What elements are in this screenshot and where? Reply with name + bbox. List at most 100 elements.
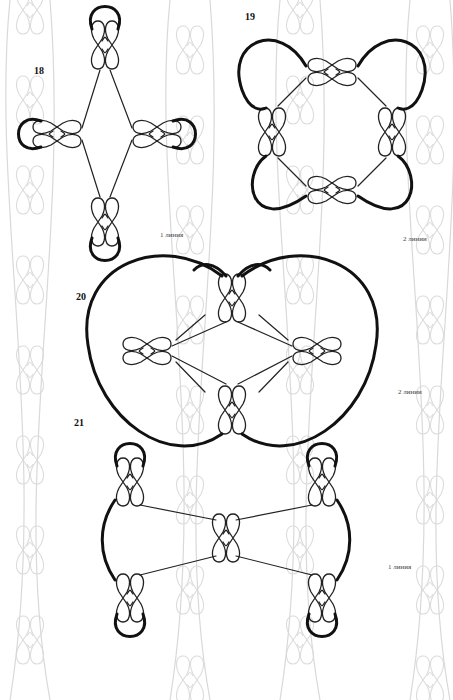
loop-pair	[33, 134, 81, 147]
middle-link	[427, 582, 433, 598]
frame-line	[172, 322, 292, 384]
knot-motif	[416, 26, 443, 74]
knot-motif	[116, 574, 143, 622]
loop-pair	[116, 458, 129, 506]
loop-pair	[308, 176, 356, 189]
middle-link	[389, 124, 395, 140]
knot-motif	[91, 198, 118, 246]
loop-pair	[176, 296, 189, 344]
loop-pair	[232, 274, 245, 322]
knot-motif	[286, 166, 313, 214]
loop-pair	[293, 351, 341, 364]
middle-link	[229, 402, 235, 418]
middle-link	[27, 272, 33, 288]
thick-loop	[90, 238, 119, 261]
loop-pair	[190, 26, 203, 74]
thick-loop	[242, 256, 377, 446]
thick-loop	[252, 156, 306, 209]
figure-number: 21	[74, 418, 84, 428]
knot-motif	[416, 476, 443, 524]
loop-pair	[416, 476, 429, 524]
loop-pair	[322, 458, 335, 506]
knot-motif	[33, 120, 81, 147]
knot-motif	[176, 656, 203, 700]
background-strand	[436, 0, 453, 700]
line-count-note: 1 линия	[388, 564, 411, 571]
knot-motif	[16, 166, 43, 214]
loop-pair	[416, 656, 429, 700]
knot-motif	[133, 120, 181, 147]
middle-link	[49, 131, 65, 137]
middle-link	[297, 452, 303, 468]
background-ornament	[6, 0, 453, 700]
knot-motif	[258, 108, 285, 156]
loop-pair	[430, 116, 443, 164]
middle-link	[297, 542, 303, 558]
middle-link	[27, 92, 33, 108]
loop-pair	[123, 337, 171, 350]
middle-link	[127, 474, 133, 490]
loop-pair	[133, 134, 181, 147]
loop-pair	[258, 108, 271, 156]
loop-pair	[30, 76, 43, 124]
loop-pair	[190, 656, 203, 700]
middle-link	[297, 182, 303, 198]
loop-pair	[293, 337, 341, 350]
middle-link	[324, 69, 340, 75]
middle-link	[187, 582, 193, 598]
middle-link	[127, 590, 133, 606]
thick-loop	[173, 119, 196, 148]
middle-link	[324, 187, 340, 193]
loop-pair	[91, 198, 104, 246]
loop-pair	[300, 256, 313, 304]
knot-motif	[286, 526, 313, 574]
middle-link	[139, 348, 155, 354]
middle-link	[297, 92, 303, 108]
line-count-note: 1 линия	[160, 232, 183, 239]
loop-pair	[272, 108, 285, 156]
knot-motif	[416, 296, 443, 344]
knot-motif	[218, 274, 245, 322]
knot-motif	[176, 26, 203, 74]
frame-line	[176, 315, 288, 392]
middle-link	[319, 474, 325, 490]
loop-pair	[30, 166, 43, 214]
middle-link	[187, 492, 193, 508]
middle-link	[427, 672, 433, 688]
loop-pair	[308, 574, 321, 622]
loop-pair	[322, 574, 335, 622]
middle-link	[427, 132, 433, 148]
loop-pair	[430, 206, 443, 254]
loop-pair	[33, 120, 81, 133]
loop-pair	[378, 108, 391, 156]
loop-pair	[116, 574, 129, 622]
background-strand	[306, 0, 324, 700]
knot-motif	[116, 458, 143, 506]
middle-link	[27, 2, 33, 18]
frame-line	[82, 70, 132, 197]
middle-link	[269, 124, 275, 140]
thick-loop	[307, 614, 336, 637]
knot-motif	[16, 526, 43, 574]
knot-motif	[123, 337, 171, 364]
knot-motif	[286, 256, 313, 304]
frame-line	[140, 505, 312, 575]
loop-pair	[300, 166, 313, 214]
knot-motif	[218, 386, 245, 434]
thick-loop	[337, 500, 350, 580]
knot-motif	[293, 337, 341, 364]
figure-number: 20	[76, 292, 86, 302]
knot-motif	[308, 574, 335, 622]
figure-number: 18	[34, 66, 44, 76]
knot-motif	[416, 116, 443, 164]
middle-link	[102, 214, 108, 230]
loop-pair	[308, 458, 321, 506]
knot-motif	[378, 108, 405, 156]
loop-pair	[176, 206, 189, 254]
figure-number: 19	[245, 12, 255, 22]
knot-motif	[416, 206, 443, 254]
knot-motif	[16, 76, 43, 124]
background-strand	[196, 0, 214, 700]
thick-loop	[239, 40, 306, 109]
middle-link	[427, 312, 433, 328]
